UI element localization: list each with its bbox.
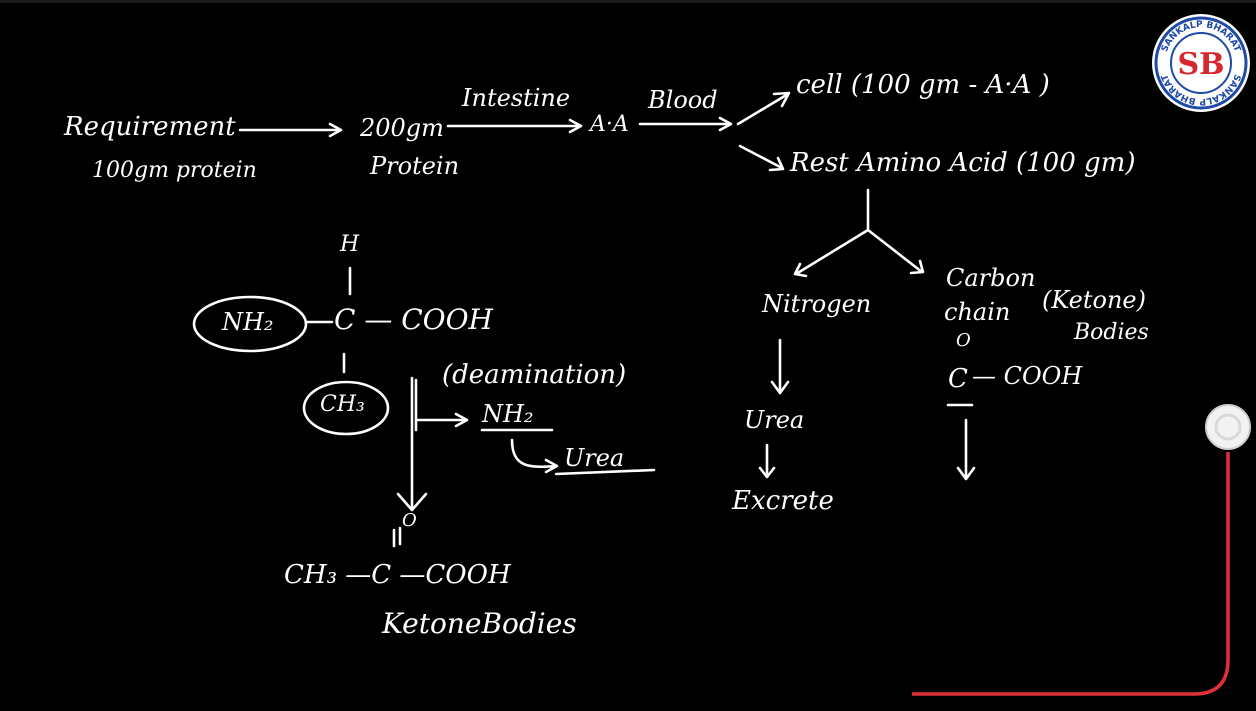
- nh2-circle: [192, 295, 308, 353]
- requirement-amount: 100gm protein: [92, 158, 257, 183]
- carbonyl-tail: — COOH: [972, 362, 1083, 390]
- arrow-requirement-to-intake: [238, 122, 343, 138]
- intake-amount: 200gm: [360, 114, 444, 142]
- nitrogen-label: Nitrogen: [762, 290, 872, 318]
- chain-label: chain: [944, 298, 1011, 326]
- top-edge: [0, 0, 1256, 3]
- blood-label: Blood: [648, 86, 718, 114]
- requirement-label: Requirement: [64, 112, 236, 142]
- product-oxygen: O: [402, 510, 417, 531]
- product-formula: CH₃ —C —COOH: [284, 560, 511, 590]
- intestine-label: Intestine: [462, 84, 571, 112]
- urea-label: Urea: [744, 406, 805, 434]
- carbonyl-carbon: C: [948, 364, 968, 394]
- arrow-to-nitrogen: [793, 228, 870, 278]
- arrow-carbon-down: [956, 418, 976, 481]
- h-atom: H: [340, 232, 360, 257]
- aa-node: A·A: [590, 112, 629, 137]
- arrow-nitrogen-to-urea: [770, 338, 790, 395]
- ketone-bodies-label: KetoneBodies: [382, 607, 577, 640]
- arrow-to-nh2: [416, 412, 469, 428]
- carbon-label: Carbon: [946, 264, 1036, 292]
- arrow-to-carbon: [866, 228, 925, 275]
- urea-product: Urea: [564, 444, 625, 472]
- center-carbon: C — COOH: [334, 303, 493, 336]
- logo-monogram: SB: [1177, 47, 1224, 82]
- deamination-label: (deamination): [442, 360, 627, 390]
- carbonyl-oxygen: O: [956, 330, 971, 351]
- cell-branch: cell (100 gm - A·A ): [796, 70, 1050, 100]
- stylus-knob-icon[interactable]: [1204, 403, 1252, 451]
- arrow-aa-to-branch: [638, 116, 733, 132]
- arrow-to-cell: [736, 91, 791, 126]
- ch3-group: CH₃: [320, 392, 365, 417]
- product-carbonyl-bond: [392, 526, 402, 548]
- intake-label: Protein: [370, 152, 460, 180]
- rest-branch: Rest Amino Acid (100 gm): [790, 148, 1136, 178]
- excrete-label: Excrete: [732, 486, 834, 516]
- sankalp-bharat-logo: SANKALP BHARAT SANKALP BHARAT SB: [1152, 14, 1250, 112]
- ketone-note: (Ketone): [1042, 286, 1146, 314]
- arrow-urea-to-excrete: [758, 443, 776, 479]
- arrow-to-ketone-product: [396, 376, 428, 512]
- urea-underline: [554, 468, 656, 476]
- nh2-group: NH₂: [222, 308, 274, 336]
- arrow-to-rest: [738, 144, 785, 172]
- arrow-intake-to-aa: [446, 118, 583, 134]
- bodies-note: Bodies: [1074, 320, 1149, 345]
- ch3-circle: [302, 380, 390, 436]
- nh2-removed: NH₂: [482, 400, 534, 428]
- arrow-nh2-to-urea: [510, 438, 559, 474]
